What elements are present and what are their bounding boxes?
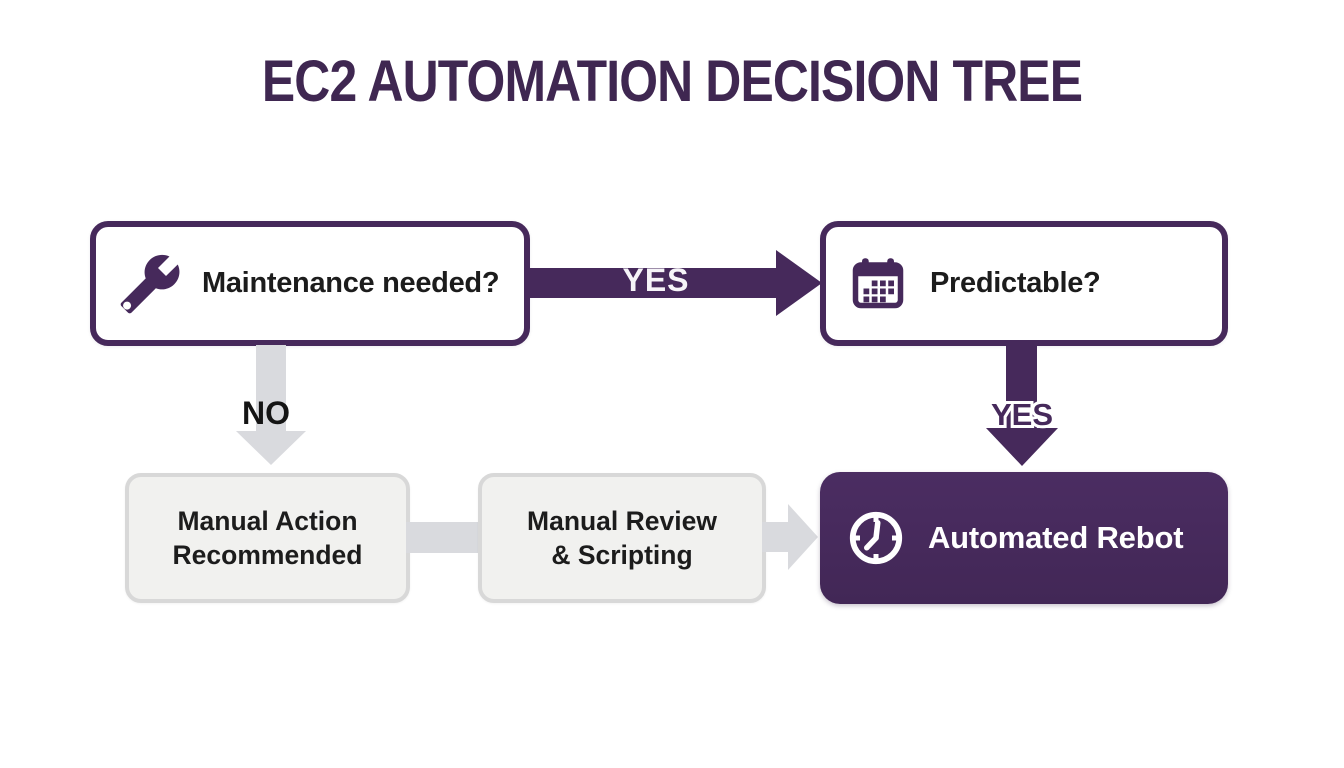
edge-predictable-yes: YES	[986, 345, 1058, 467]
edge-yes-label: YES	[622, 262, 690, 298]
node-automated-reboot: Automated Rebot	[820, 472, 1228, 604]
manual-review-label-line1: Manual Review	[527, 505, 717, 536]
diagram-title: EC2 AUTOMATION DECISION TREE	[261, 49, 1083, 114]
edge-maintenance-yes: YES	[530, 250, 822, 316]
edge-manual-action-to-review	[406, 522, 480, 553]
maintenance-node-label: Maintenance needed?	[202, 267, 500, 299]
predictable-node-label: Predictable?	[930, 267, 1101, 299]
arrow-head-down-icon	[236, 431, 306, 465]
manual-review-label-line2: & Scripting	[551, 540, 693, 570]
arrow-head-right-icon	[776, 250, 822, 316]
arrow-head-down-icon	[986, 428, 1058, 466]
arrow-shaft	[1006, 345, 1037, 431]
arrow-shaft	[256, 345, 286, 435]
node-predictable: Predictable?	[820, 221, 1228, 346]
arrow-shaft	[530, 268, 778, 298]
node-manual-action-recommended: Manual Action Recommended	[125, 473, 410, 603]
edge-yes-down-label: YES	[988, 394, 1056, 435]
automated-reboot-label: Automated Rebot	[928, 520, 1184, 555]
edge-maintenance-no: NO	[230, 345, 306, 465]
manual-action-label-line1: Manual Action	[177, 505, 358, 536]
manual-action-label-line2: Recommended	[172, 540, 363, 570]
node-maintenance-needed: Maintenance needed?	[90, 221, 530, 346]
wrench-icon	[118, 252, 182, 316]
clock-icon	[846, 508, 906, 568]
calendar-icon	[848, 254, 908, 314]
node-manual-review-scripting: Manual Review & Scripting	[478, 473, 766, 603]
arrow-shaft	[762, 522, 790, 552]
edge-no-label: NO	[242, 395, 290, 431]
edge-review-to-automated	[762, 504, 820, 570]
arrow-head-right-icon	[788, 504, 818, 570]
